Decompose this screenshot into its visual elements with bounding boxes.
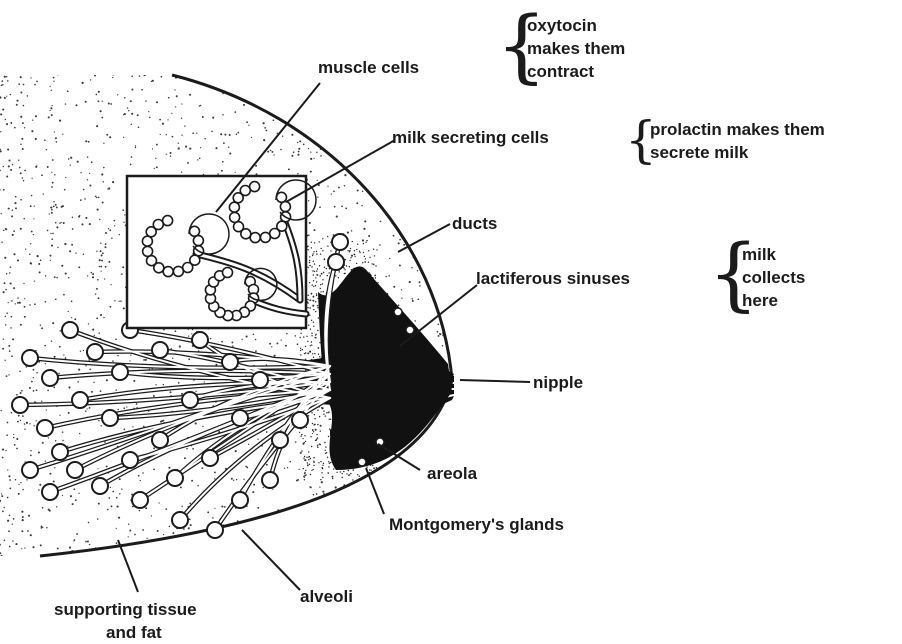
- oxytocin-line-3: contract: [527, 60, 594, 83]
- milk-collects-line-3: here: [742, 289, 778, 312]
- ducts-label: ducts: [452, 212, 497, 235]
- supporting-tissue-line-1: supporting tissue: [54, 598, 197, 621]
- milk-secreting-cells-label: milk secreting cells: [392, 126, 549, 149]
- montgomerys-glands-label: Montgomery's glands: [389, 513, 564, 536]
- alveoli-label: alveoli: [300, 585, 353, 608]
- milk-collects-line-1: milk: [742, 243, 776, 266]
- prolactin-line-2: secrete milk: [650, 141, 748, 164]
- milk-collects-line-2: collects: [742, 266, 805, 289]
- oxytocin-line-1: oxytocin: [527, 14, 597, 37]
- oxytocin-line-2: makes them: [527, 37, 625, 60]
- nipple-label: nipple: [533, 371, 583, 394]
- muscle-cells-label: muscle cells: [318, 56, 419, 79]
- lactiferous-sinuses-label: lactiferous sinuses: [476, 267, 630, 290]
- prolactin-line-1: prolactin makes them: [650, 118, 825, 141]
- supporting-tissue-line-2: and fat: [106, 621, 162, 644]
- areola-label: areola: [427, 462, 477, 485]
